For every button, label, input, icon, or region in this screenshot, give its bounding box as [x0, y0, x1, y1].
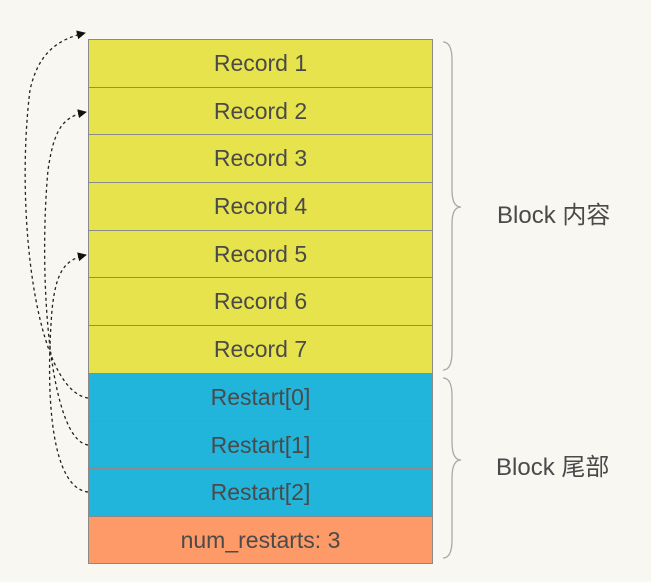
restart-cell-1: Restart[1] — [88, 421, 433, 469]
num-restarts-cell: num_restarts: 3 — [88, 516, 433, 564]
restart-cell-2: Restart[2] — [88, 468, 433, 517]
restart-1-pointer-arrow — [43, 109, 89, 446]
restart-cell-0: Restart[0] — [88, 373, 433, 422]
record-cell-7: Record 7 — [88, 325, 433, 374]
block-content-brace — [442, 41, 462, 371]
restart-0-pointer-arrow — [24, 30, 89, 399]
record-cell-3: Record 3 — [88, 134, 433, 183]
record-cell-1: Record 1 — [88, 39, 433, 88]
restart-2-pointer-arrow — [48, 252, 89, 493]
record-cell-4: Record 4 — [88, 182, 433, 231]
block-trailer-brace — [442, 377, 462, 559]
record-cell-5: Record 5 — [88, 230, 433, 278]
block-trailer-label: Block 尾部 — [496, 454, 610, 481]
block-content-label: Block 内容 — [497, 202, 611, 229]
record-cell-6: Record 6 — [88, 277, 433, 326]
